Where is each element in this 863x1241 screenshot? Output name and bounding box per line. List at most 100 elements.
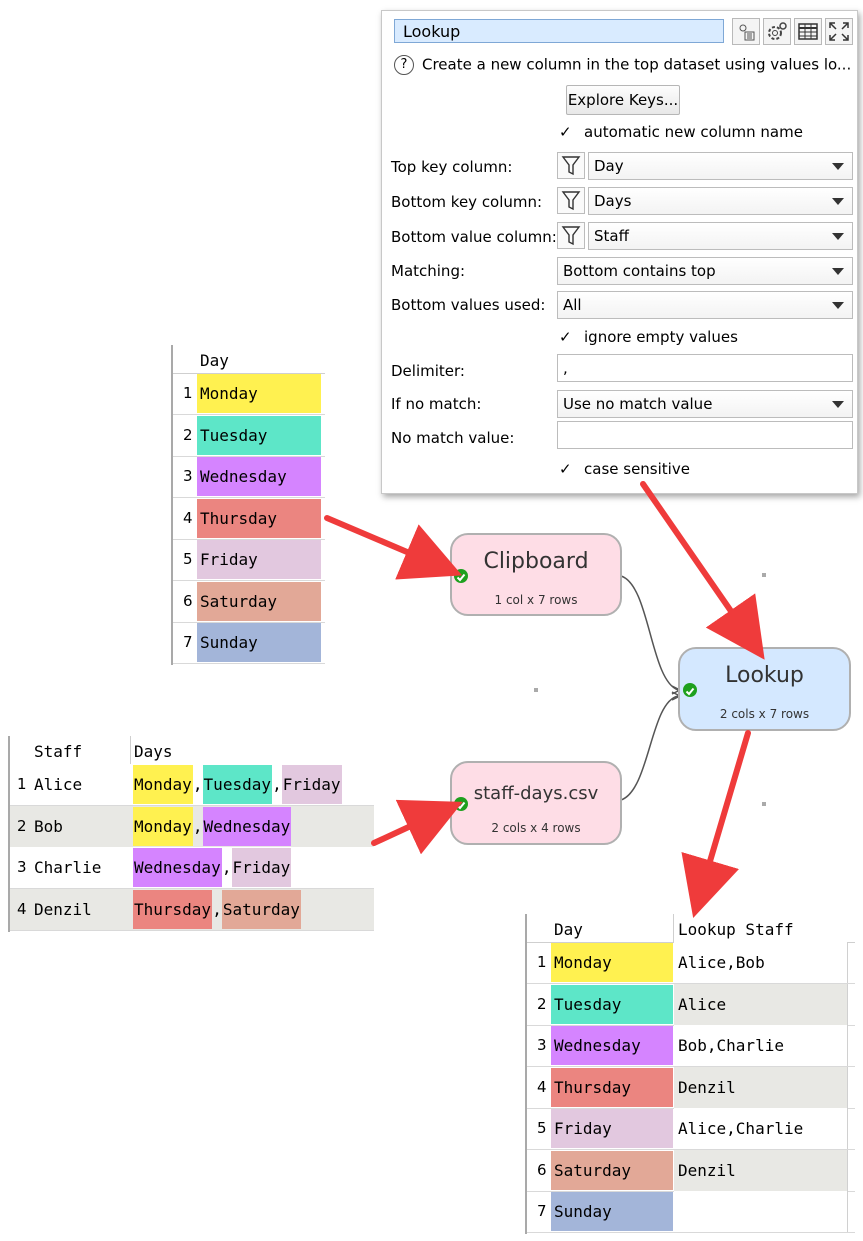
transform-info-icon[interactable] — [732, 18, 760, 45]
chevron-down-icon — [832, 401, 844, 408]
row-number: 3 — [537, 1036, 547, 1054]
day-token[interactable]: Tuesday — [202, 765, 273, 804]
staff-cell[interactable]: Bob — [34, 816, 63, 836]
node-dimensions: 1 col x 7 rows — [494, 593, 578, 607]
no-match-select[interactable]: Use no match value — [557, 390, 853, 418]
top-key-value: Day — [594, 157, 624, 175]
row-number: 2 — [183, 425, 193, 444]
matching-value: Bottom contains top — [563, 262, 716, 280]
no-match-value-input[interactable] — [557, 421, 853, 449]
ignore-empty-checkbox[interactable]: ✓ignore empty values — [559, 328, 738, 346]
lookup-staff-cell[interactable]: Alice,Bob — [674, 942, 848, 983]
top-key-select[interactable]: Day — [588, 152, 853, 180]
table-icon[interactable] — [794, 18, 822, 45]
day-token[interactable]: Friday — [281, 765, 342, 804]
bottom-value-label: Bottom value column: — [391, 228, 557, 246]
values-used-select[interactable]: All — [557, 291, 853, 319]
lookup-staff-cell[interactable]: Alice — [674, 983, 848, 1025]
gear-icon[interactable] — [763, 18, 791, 45]
day-token[interactable]: Saturday — [221, 889, 302, 929]
staff-cell[interactable]: Charlie — [34, 858, 102, 877]
day-cell[interactable]: Tuesday — [197, 415, 321, 455]
day-cell[interactable]: Sunday — [197, 623, 321, 662]
node-name: staff-days.csv — [473, 783, 599, 804]
matching-select[interactable]: Bottom contains top — [557, 257, 853, 285]
arrow-result — [681, 730, 751, 919]
auto-name-checkbox[interactable]: ✓automatic new column name — [559, 123, 803, 141]
bottom-key-value: Days — [594, 192, 632, 210]
staff-cell[interactable]: Denzil — [34, 899, 92, 919]
help-icon[interactable]: ? — [394, 55, 414, 75]
clipboard-node[interactable]: Clipboard 1 col x 7 rows — [450, 533, 622, 616]
values-used-label: Bottom values used: — [391, 296, 546, 314]
day-cell[interactable]: Wednesday — [197, 457, 321, 496]
day-cell[interactable]: Saturday — [551, 1150, 673, 1190]
row-number: 3 — [17, 858, 27, 876]
maximize-icon[interactable] — [825, 18, 853, 45]
delimiter-input[interactable]: , — [557, 354, 853, 382]
day-token[interactable]: Wednesday — [202, 806, 292, 846]
header-lookup-staff: Lookup Staff — [678, 920, 794, 939]
day-cell[interactable]: Wednesday — [551, 1026, 673, 1065]
comma-separator: , — [221, 858, 232, 877]
bottom-value-value: Staff — [594, 227, 629, 245]
lookup-node[interactable]: Lookup 2 cols x 7 rows — [678, 647, 851, 731]
day-token[interactable]: Thursday — [133, 889, 213, 929]
explore-keys-button[interactable]: Explore Keys... — [566, 85, 680, 115]
day-cell[interactable]: Friday — [197, 540, 321, 579]
panel-description: ?Create a new column in the top dataset … — [394, 55, 851, 75]
lookup-staff-cell[interactable] — [674, 1191, 848, 1232]
day-cell[interactable]: Tuesday — [551, 984, 673, 1024]
panel-title-field[interactable]: Lookup — [394, 19, 724, 43]
comma-separator: , — [192, 775, 203, 794]
lookup-staff-cell[interactable]: Alice,Charlie — [674, 1108, 848, 1149]
filter-icon[interactable] — [557, 222, 585, 249]
lookup-settings-panel: Lookup ?Create a new column in the top d… — [381, 10, 858, 494]
lookup-staff-cell[interactable]: Denzil — [674, 1066, 848, 1108]
filter-icon[interactable] — [557, 152, 585, 179]
day-token[interactable]: Monday — [133, 806, 193, 846]
day-cell[interactable]: Friday — [551, 1109, 673, 1148]
filter-icon[interactable] — [557, 187, 585, 214]
day-token[interactable]: Monday — [133, 765, 193, 804]
header-staff: Staff — [34, 742, 83, 761]
comma-separator: , — [192, 816, 203, 836]
chevron-down-icon — [832, 163, 844, 170]
chevron-down-icon — [832, 268, 844, 275]
row-number: 5 — [183, 550, 193, 568]
case-sensitive-checkbox[interactable]: ✓case sensitive — [559, 460, 690, 478]
node-name: Lookup — [725, 663, 804, 688]
day-cell[interactable]: Thursday — [551, 1067, 673, 1107]
bottom-value-select[interactable]: Staff — [588, 222, 853, 250]
lookup-staff-cell[interactable]: Denzil — [674, 1149, 848, 1191]
bottom-key-select[interactable]: Days — [588, 187, 853, 215]
day-token[interactable]: Wednesday — [133, 848, 222, 887]
day-cell[interactable]: Monday — [551, 943, 673, 982]
row-number: 2 — [537, 994, 547, 1013]
arrow-clipboard — [324, 515, 463, 580]
matching-label: Matching: — [391, 262, 466, 280]
row-number: 4 — [17, 899, 27, 918]
day-cell[interactable]: Thursday — [197, 498, 321, 538]
staff-cell[interactable]: Alice — [34, 775, 83, 794]
lookup-staff-cell[interactable]: Bob,Charlie — [674, 1025, 848, 1066]
day-cell[interactable]: Monday — [197, 374, 321, 413]
row-number: 6 — [183, 591, 193, 610]
row-number: 2 — [17, 816, 27, 835]
bottom-key-label: Bottom key column: — [391, 193, 543, 211]
table-header-row: Day — [173, 345, 325, 374]
canvas-dot — [762, 802, 766, 806]
day-cell[interactable]: Saturday — [197, 581, 321, 621]
checkmark-icon: ✓ — [559, 460, 572, 478]
auto-name-label: automatic new column name — [584, 123, 803, 141]
day-token[interactable]: Friday — [231, 848, 292, 887]
day-cell[interactable]: Sunday — [551, 1192, 673, 1231]
